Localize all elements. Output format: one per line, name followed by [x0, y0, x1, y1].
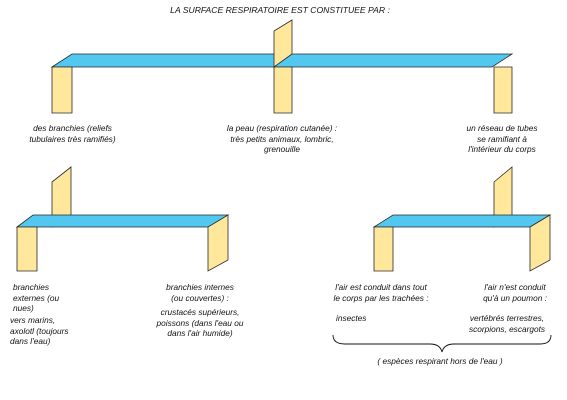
brace	[332, 334, 552, 353]
top-left-leg	[51, 66, 73, 114]
right-sub-leg-1	[373, 226, 394, 272]
trachees-examples: insectes	[336, 313, 367, 323]
tubes-label: un réseau de tubes se ramifiant à l'inté…	[466, 123, 538, 154]
left-sub-leg-1	[16, 226, 38, 272]
branchies-externes-label: branchies externes (ou nues)	[13, 282, 60, 313]
branchies-internes-label: branchies internes (ou couvertes) :	[166, 282, 234, 303]
right-sub-leg-2	[529, 214, 551, 272]
right-sub-bar	[372, 214, 552, 228]
trachees-label: l'air est conduit dans tout le corps par…	[333, 282, 429, 303]
poumon-examples: vertébrés terrestres, scorpions, escargo…	[468, 313, 546, 334]
branchies-internes-examples: crustacés supérieurs, poissons (dans l'e…	[156, 307, 244, 338]
left-sub-leg-2	[207, 214, 229, 272]
diagram-title: LA SURFACE RESPIRATOIRE EST CONSTITUEE P…	[170, 5, 390, 15]
left-sub-bar	[15, 214, 230, 228]
peau-label: la peau (respiration cutanée) : très pet…	[226, 123, 338, 154]
top-right-leg	[493, 66, 513, 114]
poumon-label: l'air n'est conduit qu'à un poumon :	[483, 282, 547, 303]
top-center-leg	[273, 66, 293, 114]
brace-caption: ( espèces respirant hors de l'eau )	[377, 356, 503, 366]
branchies-label: des branchies (reliefs tubulaires très r…	[29, 123, 116, 144]
branchies-externes-examples: vers marins, axolotl (toujours dans l'ea…	[10, 315, 69, 346]
top-stem-panel	[273, 19, 293, 68]
